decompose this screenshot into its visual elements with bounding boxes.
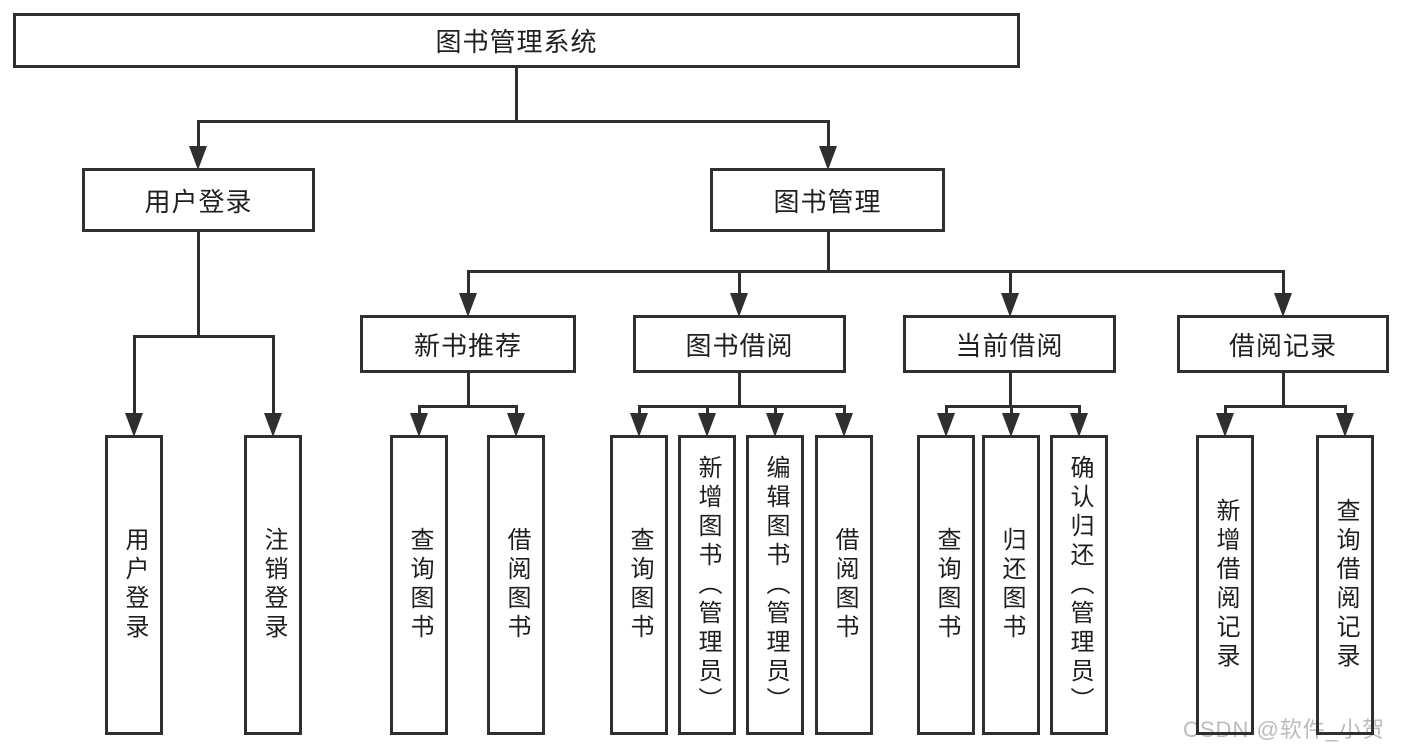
connector-stem — [738, 373, 741, 408]
arrow-down-icon — [1216, 413, 1234, 437]
leaf-label: 查询图书 — [626, 527, 653, 643]
node-label: 图书管理 — [773, 186, 882, 217]
connector-user-login-bus — [133, 335, 275, 338]
leaf-label: 查询图书 — [933, 527, 960, 643]
leaf-label: 注销登录 — [260, 527, 287, 643]
arrow-down-icon — [630, 413, 648, 437]
node-book-borrow: 图书借阅 — [633, 315, 846, 373]
leaf-user-login: 用户登录 — [105, 435, 163, 735]
connector-line — [774, 405, 777, 417]
leaf-borrow-books-recommend: 借阅图书 — [487, 435, 545, 735]
node-current-borrow: 当前借阅 — [903, 315, 1116, 373]
leaf-add-books-admin: 新增图书（管理员） — [678, 435, 736, 735]
leaf-label: 编辑图书（管理员） — [762, 454, 789, 716]
leaf-borrow-books-borrow: 借阅图书 — [815, 435, 873, 735]
leaf-label: 确认归还（管理员） — [1066, 454, 1093, 716]
leaf-label: 查询图书 — [406, 527, 433, 643]
leaf-query-books-recommend: 查询图书 — [390, 435, 448, 735]
node-label: 图书借阅 — [685, 330, 794, 361]
connector-line — [1224, 405, 1227, 417]
leaf-label: 用户登录 — [121, 527, 148, 643]
connector-bus — [638, 405, 846, 408]
connector-line — [1282, 270, 1285, 296]
node-label: 当前借阅 — [955, 330, 1064, 361]
arrow-down-icon — [819, 146, 837, 170]
node-borrow-records: 借阅记录 — [1177, 315, 1389, 373]
arrow-down-icon — [264, 413, 282, 437]
arrow-down-icon — [410, 413, 428, 437]
node-label: 借阅记录 — [1228, 330, 1337, 361]
arrow-down-icon — [937, 413, 955, 437]
leaf-query-borrow-record: 查询借阅记录 — [1316, 435, 1374, 735]
arrow-down-icon — [1002, 413, 1020, 437]
connector-line — [467, 270, 470, 296]
connector-line — [706, 405, 709, 417]
connector-bus — [1224, 405, 1346, 408]
connector-line — [272, 335, 275, 415]
connector-line — [738, 270, 741, 296]
arrow-down-icon — [730, 293, 748, 317]
connector-stem — [467, 373, 470, 408]
connector-line — [1078, 405, 1081, 417]
node-label: 新书推荐 — [413, 330, 522, 361]
leaf-add-borrow-record: 新增借阅记录 — [1196, 435, 1254, 735]
leaf-query-books-current: 查询图书 — [917, 435, 975, 735]
leaf-label: 借阅图书 — [503, 527, 530, 643]
connector-bus — [945, 405, 1081, 408]
arrow-down-icon — [1001, 293, 1019, 317]
node-book-management: 图书管理 — [710, 168, 945, 232]
leaf-confirm-return-admin: 确认归还（管理员） — [1050, 435, 1108, 735]
arrow-down-icon — [835, 413, 853, 437]
connector-user-login-stem — [197, 232, 200, 335]
connector-bus — [418, 405, 518, 408]
leaf-edit-books-admin: 编辑图书（管理员） — [746, 435, 804, 735]
leaf-label: 归还图书 — [998, 527, 1025, 643]
watermark: CSDN @软件_小贺同学 — [1183, 717, 1386, 742]
leaf-logout: 注销登录 — [244, 435, 302, 735]
connector-stem — [1009, 373, 1012, 408]
node-user-login: 用户登录 — [82, 168, 315, 232]
node-book-management-system: 图书管理系统 — [13, 13, 1020, 68]
connector-line — [1009, 270, 1012, 296]
connector-line — [843, 405, 846, 417]
arrow-down-icon — [766, 413, 784, 437]
connector-line — [1344, 405, 1347, 417]
leaf-query-books-borrow: 查询图书 — [610, 435, 668, 735]
connector-line — [133, 335, 136, 415]
connector-line — [638, 405, 641, 417]
connector-line — [827, 120, 830, 150]
arrow-down-icon — [189, 146, 207, 170]
node-label: 用户登录 — [144, 186, 253, 217]
arrow-down-icon — [698, 413, 716, 437]
connector-stem — [1282, 373, 1285, 408]
arrow-down-icon — [1070, 413, 1088, 437]
leaf-label: 新增借阅记录 — [1212, 498, 1239, 672]
connector-line — [945, 405, 948, 417]
connector-level2-bus — [197, 120, 830, 123]
connector-book-management-stem — [827, 232, 830, 272]
arrow-down-icon — [1274, 293, 1292, 317]
node-new-book-recommend: 新书推荐 — [360, 315, 576, 373]
arrow-down-icon — [125, 413, 143, 437]
leaf-label: 查询借阅记录 — [1332, 498, 1359, 672]
connector-line — [1010, 405, 1013, 417]
connector-root-stem — [515, 68, 518, 120]
arrow-down-icon — [1336, 413, 1354, 437]
leaf-label: 借阅图书 — [831, 527, 858, 643]
arrow-down-icon — [507, 413, 525, 437]
leaf-label: 新增图书（管理员） — [694, 454, 721, 716]
connector-level3-bus — [467, 270, 1284, 273]
connector-line — [418, 405, 421, 417]
connector-line — [197, 120, 200, 150]
leaf-return-books: 归还图书 — [982, 435, 1040, 735]
arrow-down-icon — [459, 293, 477, 317]
connector-line — [515, 405, 518, 417]
node-label: 图书管理系统 — [435, 27, 598, 57]
